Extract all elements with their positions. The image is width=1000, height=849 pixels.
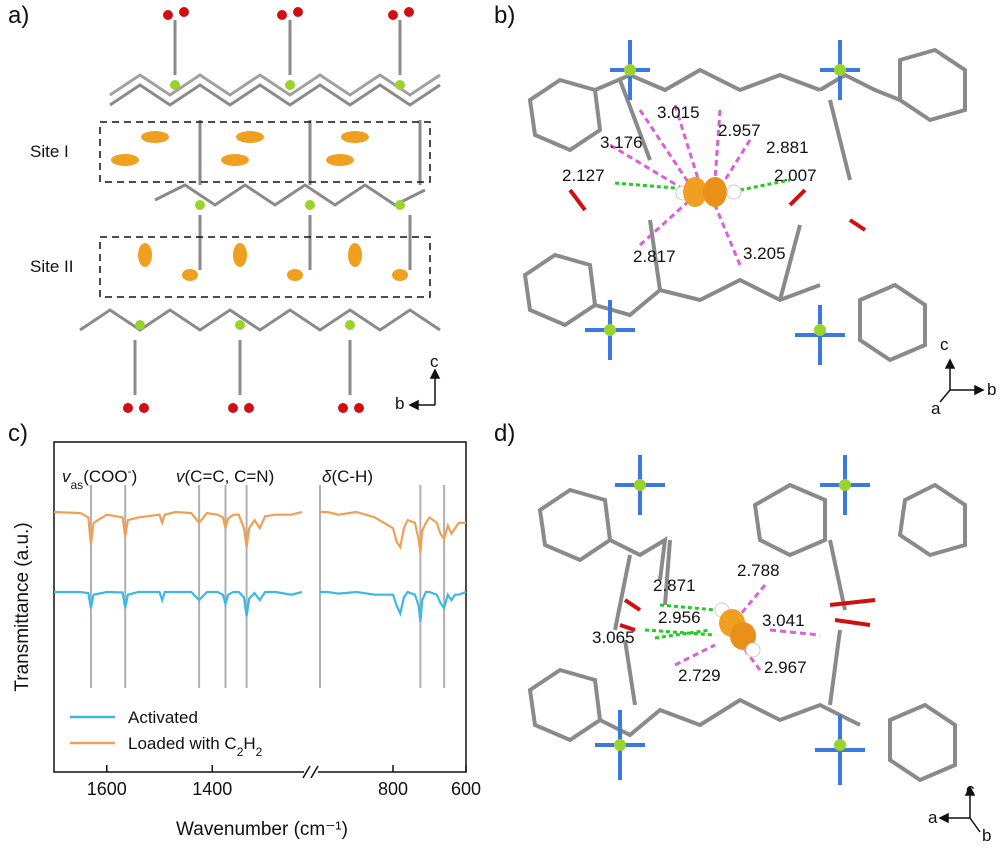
legend-label-activated: Activated <box>128 708 198 727</box>
dist-b-8: 3.205 <box>743 244 786 263</box>
dist-d-2: 2.788 <box>737 561 780 580</box>
axis-b-a: a <box>931 399 941 418</box>
series-line-activated-seg0 <box>54 590 303 617</box>
framework-layer-top <box>109 20 441 107</box>
axis-d-c: c <box>966 780 975 799</box>
panel-label-b: b) <box>494 2 516 29</box>
panel-d-structure <box>527 455 981 833</box>
axis-d-b: b <box>982 826 992 845</box>
axis-b-c: c <box>940 335 949 354</box>
panel-label-d: d) <box>494 420 516 447</box>
x-ticks: 1600 1400 800 600 <box>87 765 481 799</box>
axis-b-b: b <box>987 380 997 399</box>
metal-b-bottom <box>585 300 845 365</box>
acetylene-molecules-site-2 <box>138 243 408 281</box>
dist-d-3: 2.956 <box>658 608 701 627</box>
legend: Activated Loaded with C2H2 <box>70 708 263 759</box>
dist-b-2: 2.957 <box>718 121 761 140</box>
hbond-green-b <box>614 178 791 192</box>
hbond-green-d <box>644 603 716 640</box>
assign-coo: vas(COO-) <box>62 464 137 492</box>
assign-cc-cn: v(C=C, C=N) <box>176 467 274 486</box>
x-tick-label: 600 <box>451 779 481 799</box>
series-group <box>53 510 467 622</box>
metal-centers-middle <box>195 200 405 210</box>
contacts-pink-b <box>609 104 752 266</box>
acetylene-b <box>675 177 742 207</box>
plot-frame <box>53 441 467 773</box>
framework-layer-middle <box>154 120 426 270</box>
x-tick-label: 1400 <box>192 779 232 799</box>
site-2-box <box>99 236 431 298</box>
metal-centers-d-top <box>634 479 851 491</box>
oxygens-d <box>619 598 876 632</box>
x-tick-label: 800 <box>378 779 408 799</box>
framework-bottom-b <box>522 219 927 363</box>
framework-layer-bottom <box>79 308 441 395</box>
dist-d-6: 2.729 <box>678 666 721 685</box>
marker-lines <box>89 485 446 688</box>
assign-ch: δ(C-H) <box>322 467 373 486</box>
panel-b-structure <box>522 40 985 403</box>
metal-centers-b-bottom <box>604 324 826 336</box>
carboxylate-oxygens-bottom <box>123 403 364 413</box>
panel-label-c: c) <box>8 420 28 447</box>
dist-d-7: 2.967 <box>764 658 807 677</box>
axis-a-c: c <box>430 352 439 371</box>
dist-b-1: 3.015 <box>657 103 700 122</box>
dist-b-4: 2.881 <box>766 138 809 157</box>
framework-top-d <box>537 482 967 631</box>
dist-d-4: 3.041 <box>762 611 805 630</box>
series-line-activated-seg1 <box>320 590 467 622</box>
framework-top-b <box>527 47 967 181</box>
metal-d-top <box>615 455 870 515</box>
oxygens-b <box>568 188 867 232</box>
site-2-label: Site II <box>30 257 74 276</box>
axis-break <box>302 765 319 779</box>
metal-centers-d-bottom <box>614 739 846 751</box>
axis-triad-b <box>939 358 985 403</box>
axis-d-a: a <box>928 808 938 827</box>
dist-d-5: 3.065 <box>592 628 635 647</box>
metal-b-top <box>610 40 860 100</box>
axis-a-b: b <box>395 394 405 413</box>
panel-label-a: a) <box>8 2 30 29</box>
dist-b-5: 2.127 <box>562 166 605 185</box>
dist-b-7: 2.817 <box>633 247 676 266</box>
dist-b-3: 3.176 <box>600 133 643 152</box>
ir-chart: 1600 1400 800 600 vas(COO-) v(C=C, C=N) δ(C… <box>12 441 481 840</box>
dist-d-1: 2.871 <box>653 576 696 595</box>
y-axis-label: Transmittance (a.u.) <box>12 522 33 691</box>
site-1-box <box>99 121 431 183</box>
series-line-loaded-seg0 <box>53 510 303 548</box>
acetylene-molecules-site-1 <box>111 131 369 166</box>
x-tick-label: 1600 <box>87 779 127 799</box>
axis-triad-d <box>938 785 981 833</box>
site-1-label: Site I <box>30 142 69 161</box>
dist-b-6: 2.007 <box>774 166 817 185</box>
axis-triad-a <box>408 368 441 411</box>
framework-bottom-d <box>527 629 957 783</box>
legend-label-loaded: Loaded with C2H2 <box>128 734 263 759</box>
carboxylate-oxygens-top <box>163 7 414 20</box>
x-axis-label: Wavenumber (cm⁻¹) <box>176 819 348 840</box>
acetylene-d <box>714 602 761 658</box>
metal-centers-b-top <box>624 64 846 76</box>
metal-centers-top <box>170 80 405 90</box>
series-line-loaded-seg1 <box>320 510 466 553</box>
metal-d-bottom <box>595 710 865 785</box>
metal-centers-bottom <box>135 320 355 330</box>
panel-a-structure <box>79 7 441 413</box>
